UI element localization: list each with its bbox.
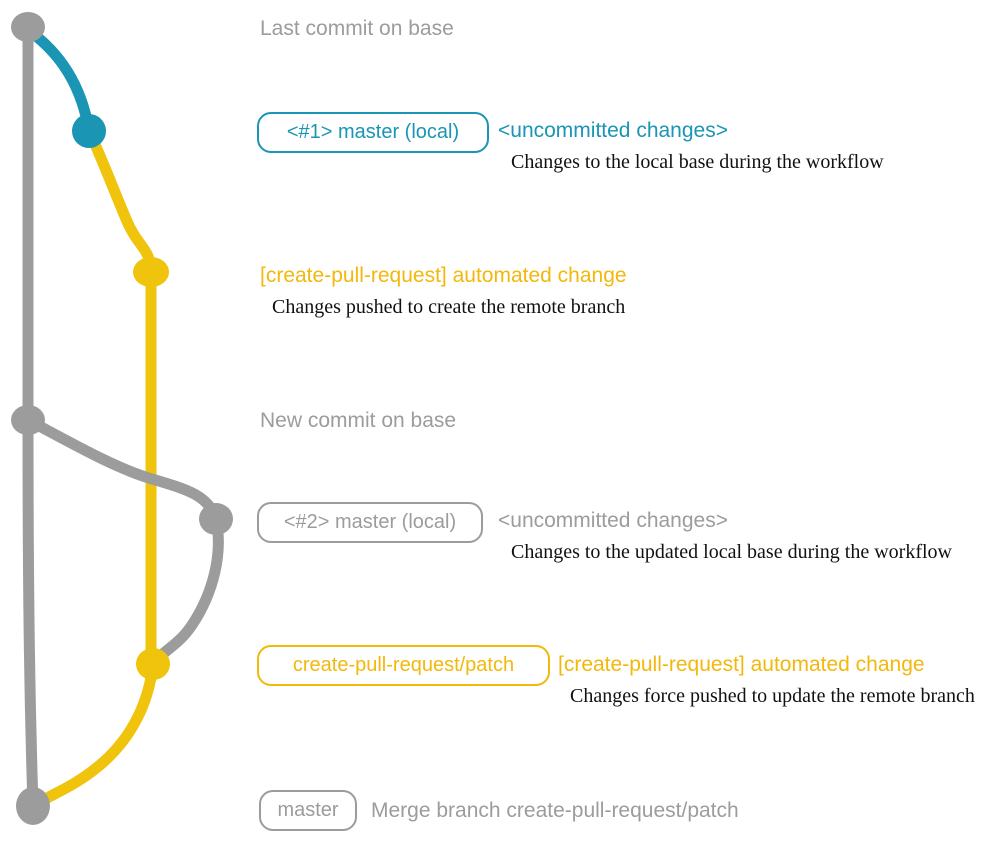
commit-node-patch-1 <box>133 257 169 287</box>
badge-master-local-1: <#1> master (local) <box>257 112 489 153</box>
local-changes-line-2 <box>22 414 222 525</box>
caption-updated-local-base-changes: Changes to the updated local base during… <box>511 541 952 563</box>
badge-create-pull-request-patch: create-pull-request/patch <box>257 645 550 686</box>
commit-node-patch-2 <box>136 648 170 680</box>
rebase-line <box>148 513 224 670</box>
note-automated-change-2: [create-pull-request] automated change <box>558 653 925 676</box>
patch-branch-line-upper <box>83 125 157 278</box>
note-uncommitted-changes-1: <uncommitted changes> <box>498 119 728 142</box>
commit-node-local-1 <box>72 114 106 148</box>
badge-master: master <box>259 790 357 831</box>
commit-node-last-base <box>11 12 45 42</box>
note-merge-branch: Merge branch create-pull-request/patch <box>371 799 739 822</box>
local-changes-line-1 <box>22 24 95 137</box>
commit-node-local-2 <box>199 503 233 535</box>
commit-node-merge <box>16 787 50 825</box>
caption-pushed-create-remote-branch: Changes pushed to create the remote bran… <box>272 296 626 318</box>
note-automated-change-1: [create-pull-request] automated change <box>260 264 627 287</box>
commit-node-new-base <box>11 405 45 435</box>
caption-local-base-changes-1: Changes to the local base during the wor… <box>511 151 884 173</box>
base-branch-line <box>22 21 39 812</box>
patch-branch-merge-line <box>28 658 159 812</box>
label-last-commit-on-base: Last commit on base <box>260 17 454 40</box>
note-uncommitted-changes-2: <uncommitted changes> <box>498 509 728 532</box>
label-new-commit-on-base: New commit on base <box>260 409 457 432</box>
caption-force-pushed-update-remote-branch: Changes force pushed to update the remot… <box>570 685 975 707</box>
badge-master-local-2: <#2> master (local) <box>257 502 483 543</box>
